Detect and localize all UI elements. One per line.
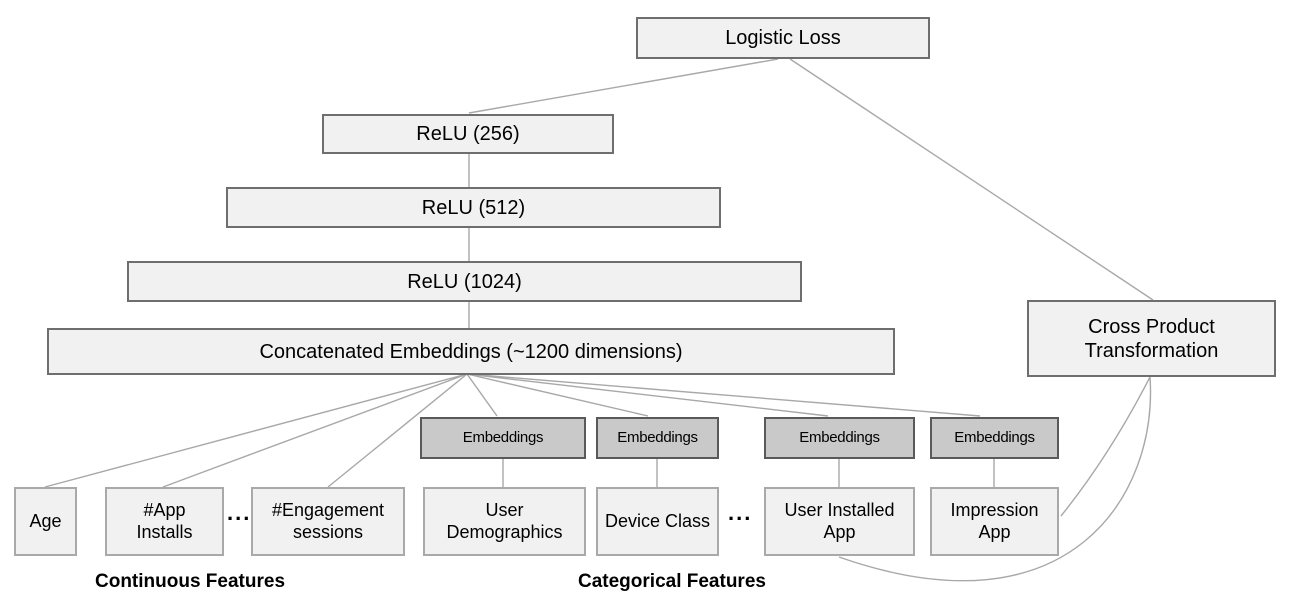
label-continuous-features: Continuous Features: [95, 571, 286, 592]
embeddings-box-device-class: Embeddings: [596, 417, 719, 459]
ellipsis-continuous-features: ...: [227, 500, 252, 525]
edge-loss-to-relu256: [468, 58, 779, 114]
edge-concat-emb1: [466, 373, 498, 417]
edge-concat-emb3: [466, 373, 829, 417]
box-impression-app: Impression App: [930, 487, 1059, 556]
edge-concat-emb4: [466, 373, 981, 417]
edge-concat-emb2: [466, 373, 649, 417]
box-age: Age: [14, 487, 77, 556]
box-relu-1024: ReLU (1024): [127, 261, 802, 302]
box-cross-product-transformation: Cross Product Transformation: [1027, 300, 1276, 377]
box-logistic-loss: Logistic Loss: [636, 17, 930, 59]
box-user-demographics: User Demographics: [423, 487, 586, 556]
embeddings-box-impression-app: Embeddings: [930, 417, 1059, 459]
box-user-installed-app: User Installed App: [764, 487, 915, 556]
box-concatenated-embeddings: Concatenated Embeddings (~1200 dimension…: [47, 328, 895, 375]
box-relu-512: ReLU (512): [226, 187, 721, 228]
box-app-installs: #App Installs: [105, 487, 224, 556]
embeddings-box-user-demographics: Embeddings: [420, 417, 586, 459]
label-categorical-features: Categorical Features: [578, 571, 766, 592]
edge-concat-age: [44, 373, 468, 488]
box-engagement-sessions: #Engagement sessions: [251, 487, 405, 556]
embeddings-box-user-installed-app: Embeddings: [764, 417, 915, 459]
edge-crossproduct-impression-app: [1060, 376, 1151, 517]
ellipsis-categorical-features: ...: [728, 500, 753, 525]
box-relu-256: ReLU (256): [322, 114, 614, 154]
box-device-class: Device Class: [596, 487, 719, 556]
edge-loss-to-cross-product: [789, 58, 1154, 301]
